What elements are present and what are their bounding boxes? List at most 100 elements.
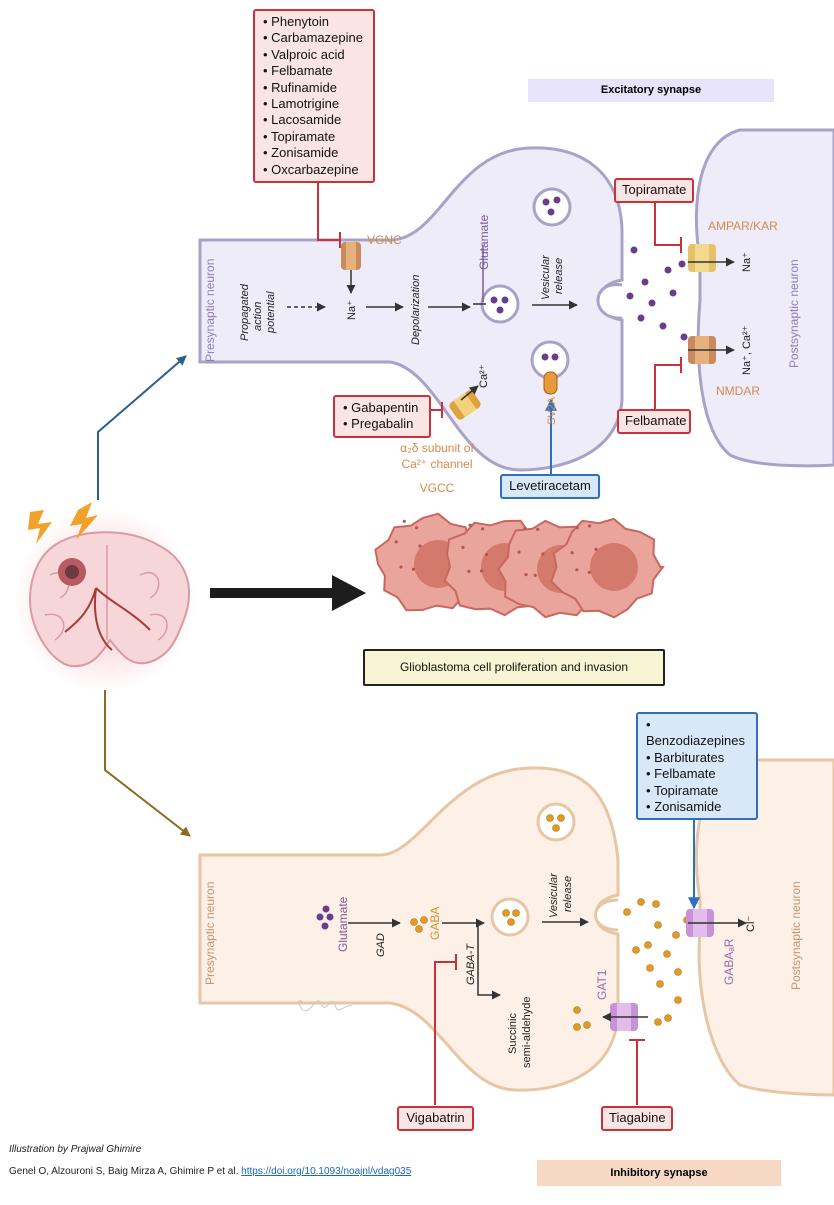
drug-item: Topiramate <box>646 783 748 799</box>
brain-section <box>13 355 366 837</box>
fusing-vesicle <box>596 283 623 320</box>
excitatory-synapse: Presynaptic neuron Postsynaptic neuron V… <box>198 128 834 495</box>
nmdar-na-ca-ion-label: Na⁺, Ca²⁺ <box>741 325 753 375</box>
cell-nucleus <box>590 543 638 591</box>
ca-ion-label: Ca²⁺ <box>478 364 490 388</box>
brain-icon <box>28 531 191 668</box>
drug-item: Valproic acid <box>263 47 365 63</box>
cell-granule <box>402 519 406 523</box>
cell-granule <box>575 526 579 530</box>
vesicle <box>532 187 572 227</box>
vgnc-label: VGNC <box>367 233 402 247</box>
cell-granule <box>575 568 579 572</box>
citation-text: Genel O, Alzouroni S, Baig Mirza A, Ghim… <box>9 1166 239 1177</box>
cell-granule <box>588 524 592 528</box>
vgnc-drug-box: Phenytoin Carbamazepine Valproic acid Fe… <box>253 9 375 184</box>
glutamate-dots <box>490 196 688 361</box>
gaba-t-label: GABA-T <box>465 943 477 985</box>
excitatory-banner: Excitatory synapse <box>528 79 774 102</box>
cl-ion-label: Cl⁻ <box>745 916 757 932</box>
drug-item: Lacosamide <box>263 112 365 128</box>
drug-item: Benzodiazepines <box>646 717 748 750</box>
doi-link[interactable]: https://doi.org/10.1093/noajnl/vdag035 <box>241 1166 412 1177</box>
signature-mark <box>298 1000 353 1012</box>
propagated-label-2: action <box>252 302 264 331</box>
vgcc-channel <box>449 390 481 420</box>
cell-granule <box>533 573 537 578</box>
gabapentin-box: Gabapentin Pregabalin <box>333 395 431 438</box>
gaba-a-r-label: GABAₐR <box>722 938 736 985</box>
drug-item: Felbamate <box>263 63 365 79</box>
excitatory-postsynaptic-label: Postsynaptic neuron <box>787 259 801 368</box>
tiagabine-box: Tiagabine <box>601 1106 673 1131</box>
cell-granule <box>468 523 472 527</box>
cell-granule <box>587 570 591 575</box>
propagated-label-1: Propagated <box>239 283 251 341</box>
nmdar-label: NMDAR <box>716 384 760 398</box>
drug-item: Gabapentin <box>343 400 421 416</box>
vesicular-release-label-2: release <box>553 258 565 294</box>
drug-item: Oxcarbazepine <box>263 162 365 178</box>
glioblastoma-cells <box>374 512 665 619</box>
topiramate-box: Topiramate <box>614 178 694 203</box>
glutamate-label: Glutamate <box>477 214 491 270</box>
excitatory-postsynaptic-neuron <box>694 128 834 468</box>
vigabatrin-box: Vigabatrin <box>397 1106 474 1131</box>
glutamate-dots <box>316 905 334 930</box>
lightning-icon <box>70 502 98 540</box>
inhibitory-glutamate-label: Glutamate <box>336 896 350 952</box>
sv2a-transporter <box>543 371 558 395</box>
depolarization-label: Depolarization <box>410 275 422 345</box>
inhibitory-synapse: Presynaptic neuron Postsynaptic neuron G… <box>198 758 834 1105</box>
drug-item: Barbiturates <box>646 750 748 766</box>
cell-granule <box>479 569 484 573</box>
ampar-channel <box>688 244 716 272</box>
vesicular-release-label-1: Vesicular <box>540 254 552 300</box>
vesicle <box>480 284 520 324</box>
cell-granule <box>414 526 419 530</box>
lightning-icon <box>28 510 52 544</box>
drug-item: Zonisamide <box>263 145 365 161</box>
gaba-label: GABA <box>428 907 442 940</box>
gaba-dots <box>410 814 691 1031</box>
cell-granule <box>461 545 465 550</box>
sv2a-label: SV2A <box>546 396 558 425</box>
succinic-label-1: Succinic <box>507 1013 519 1054</box>
gat1-label: GAT1 <box>595 969 609 1000</box>
felbamate-box: Felbamate <box>617 409 691 434</box>
vesicle <box>490 897 530 937</box>
inhibitory-postsynaptic-label: Postsynaptic neuron <box>789 881 803 990</box>
vesicle <box>536 802 576 842</box>
cell-granule <box>418 544 422 548</box>
drug-item: Pregabalin <box>343 416 421 432</box>
drug-item: Felbamate <box>646 766 748 782</box>
alpha2delta-label-2: Ca²⁺ channel <box>401 457 472 471</box>
na-ion-label: Na⁺ <box>346 300 358 320</box>
ampar-na-ion-label: Na⁺ <box>741 252 753 272</box>
ampar-label: AMPAR/KAR <box>708 219 778 233</box>
citation: Genel O, Alzouroni S, Baig Mirza A, Ghim… <box>9 1166 411 1177</box>
inhibitory-presynaptic-label: Presynaptic neuron <box>203 882 217 985</box>
cell-granule <box>536 527 540 532</box>
drug-item: Zonisamide <box>646 799 748 815</box>
cell-granule <box>411 567 415 571</box>
cell-granule <box>570 551 574 555</box>
cell-granule <box>541 552 545 556</box>
excitatory-presynaptic-label: Presynaptic neuron <box>203 259 217 362</box>
big-arrow-icon <box>210 575 366 611</box>
glioblastoma-label-box: Glioblastoma cell proliferation and inva… <box>363 649 665 686</box>
drug-item: Phenytoin <box>263 14 365 30</box>
cell-granule <box>481 527 485 531</box>
drug-item: Topiramate <box>263 129 365 145</box>
drug-item: Lamotrigine <box>263 96 365 112</box>
gad-label: GAD <box>375 933 387 957</box>
alpha2delta-label-1: α₂δ subunit of <box>400 441 474 455</box>
succinic-label-2: semi-aldehyde <box>521 996 533 1068</box>
levetiracetam-box: Levetiracetam <box>500 474 600 499</box>
inh-vesicular-release-label-1: Vesicular <box>548 872 560 918</box>
inhibitory-banner: Inhibitory synapse <box>537 1160 781 1186</box>
cell-granule <box>524 573 528 577</box>
inh-vesicular-release-label-2: release <box>562 876 574 912</box>
cell-granule <box>517 550 521 554</box>
